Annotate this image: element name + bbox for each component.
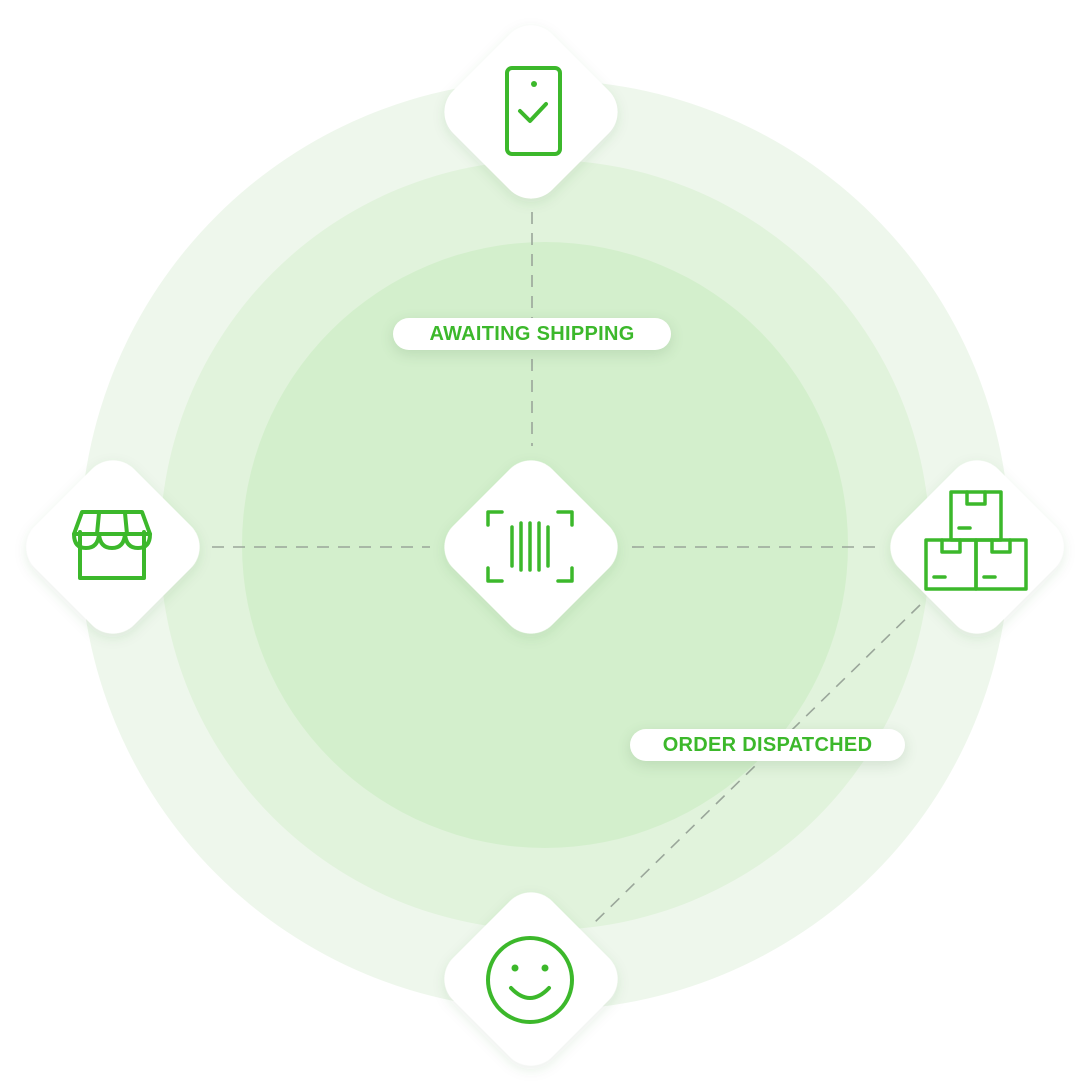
node-bottom-diamond [444,892,618,1066]
smiley-face-icon [486,936,574,1024]
awaiting-shipping-label: AWAITING SHIPPING [393,318,671,350]
barcode-scan-icon [486,510,574,583]
order-dispatched-text: ORDER DISPATCHED [662,734,873,756]
awaiting-shipping-text: AWAITING SHIPPING [429,323,635,345]
storefront-icon [72,510,152,580]
node-top-diamond [444,25,618,199]
order-dispatched-label: ORDER DISPATCHED [630,729,905,761]
smartphone-check-icon [505,66,562,156]
stacked-boxes-icon [924,490,1028,591]
connector-right-bottom [594,604,921,923]
